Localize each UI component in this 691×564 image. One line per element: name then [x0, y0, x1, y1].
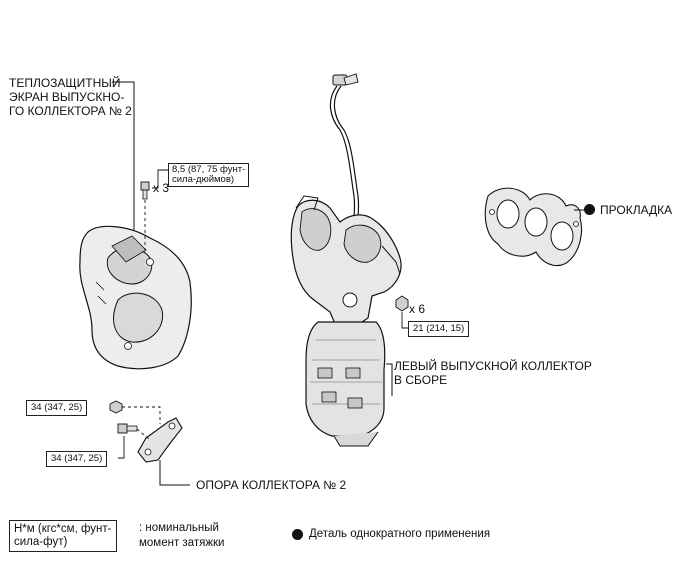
support-bolt-part: [117, 423, 138, 434]
exhaust-manifold-part: [290, 195, 402, 447]
manifold-label-line2: В СБОРЕ: [394, 373, 448, 387]
support-nut-dashed-line: [122, 406, 161, 424]
manifold-support-part: [137, 417, 183, 463]
shield-torque-leader: [152, 169, 168, 189]
heat-shield-label: ТЕПЛОЗАЩИТНЫЙ ЭКРАН ВЫПУСКНО- ГО КОЛЛЕКТ…: [9, 76, 132, 118]
support-nut-torque-box: 34 (347, 25): [26, 400, 88, 416]
heat-shield-label-line3: ГО КОЛЛЕКТОРА № 2: [9, 104, 132, 118]
legend-unit-description: : номинальный момент затяжки: [139, 521, 224, 551]
gasket-label: ПРОКЛАДКА: [600, 203, 673, 217]
support-leader: [159, 460, 190, 486]
legend-unit-line1: Н*м (кгс*см, фунт-: [14, 523, 112, 535]
legend-unit-desc-line1: : номинальный: [139, 522, 219, 534]
manifold-nut-part: [395, 295, 409, 312]
shield-bolt-part: [140, 181, 150, 200]
legend-unit-box: Н*м (кгс*см, фунт- сила-фут): [9, 520, 117, 552]
shield-torque-box: 8,5 (87, 75 фунт- сила-дюймов): [168, 163, 250, 187]
legend-unit-line2: сила-фут): [14, 536, 68, 548]
legend-single-use-text: Деталь однократного применения: [309, 528, 491, 540]
manifold-nut-qty: x 6: [409, 302, 426, 316]
legend-single-use-icon: [292, 529, 303, 540]
heat-shield-part: [79, 225, 192, 370]
legend-unit-desc-line2: момент затяжки: [139, 537, 225, 549]
shield-torque-line1: 8,5 (87, 75 фунт-: [172, 164, 246, 175]
support-bolt-leader: [118, 436, 125, 459]
heat-shield-leader: [112, 81, 135, 260]
manifold-torque-leader: [401, 312, 408, 329]
support-label: ОПОРА КОЛЛЕКТОРА № 2: [196, 478, 347, 492]
support-bolt-dashed-line: [136, 428, 151, 441]
gasket-part: [484, 187, 583, 267]
manifold-torque-box: 21 (214, 15): [408, 321, 470, 337]
shield-torque-line2: сила-дюймов): [172, 174, 235, 185]
manifold-label-line1: ЛЕВЫЙ ВЫПУСКНОЙ КОЛЛЕКТОР: [394, 359, 592, 373]
heat-shield-label-line1: ТЕПЛОЗАЩИТНЫЙ: [9, 76, 121, 90]
support-bolt-torque-box: 34 (347, 25): [46, 451, 108, 467]
heat-shield-label-line2: ЭКРАН ВЫПУСКНО-: [9, 90, 125, 104]
shield-bolt-qty: x 3: [153, 181, 170, 195]
support-nut-part: [109, 400, 123, 414]
single-use-marker-icon: [584, 204, 595, 215]
manifold-label: ЛЕВЫЙ ВЫПУСКНОЙ КОЛЛЕКТОР В СБОРЕ: [394, 359, 592, 387]
manifold-leader: [386, 363, 393, 396]
